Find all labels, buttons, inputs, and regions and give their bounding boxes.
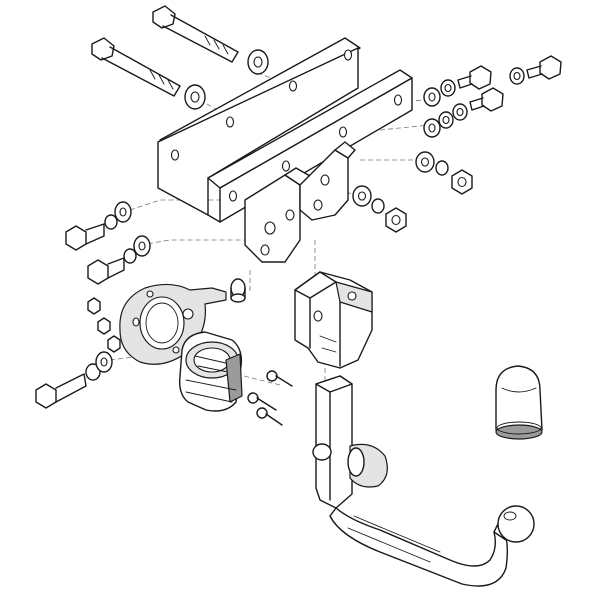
short-bolt-lower-right	[423, 87, 504, 138]
small-screw-upper	[266, 370, 293, 387]
short-bolt-mid-right	[423, 65, 492, 107]
electrical-socket	[178, 331, 243, 412]
socket-mounting-plate	[119, 283, 227, 365]
long-bolt-upper	[152, 5, 239, 63]
bolt-left-lower	[35, 351, 113, 409]
tow-bar-receiver-bracket	[294, 271, 373, 369]
bolt-left-upper	[65, 201, 132, 251]
washers-and-nut-center	[352, 185, 407, 233]
short-bolt-top-right	[509, 55, 562, 85]
small-nuts-left	[87, 297, 121, 353]
mounting-bracket-left	[244, 167, 311, 263]
spacer-sleeve	[230, 278, 246, 303]
tow-bar-arm	[312, 375, 535, 587]
bolt-left-middle	[87, 235, 151, 285]
washer-upper-left	[247, 49, 269, 75]
tow-ball-cover-cap	[495, 365, 543, 440]
washers-and-nut-right	[415, 151, 473, 195]
washer-lower-left	[184, 84, 206, 110]
small-screw-middle	[247, 392, 277, 411]
small-screw-lower	[256, 407, 283, 426]
long-bolt-lower	[91, 37, 181, 97]
mounting-bracket-right	[299, 141, 356, 221]
